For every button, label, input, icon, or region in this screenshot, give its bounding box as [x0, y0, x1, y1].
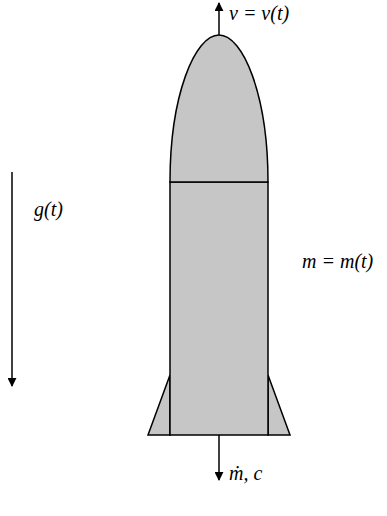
mass-label: m = m(t) — [302, 250, 373, 272]
velocity-label: v = v(t) — [229, 2, 289, 24]
exhaust-arrow — [218, 435, 220, 480]
velocity-arrow — [218, 3, 220, 35]
right-fin — [268, 375, 290, 435]
gravity-arrow — [11, 172, 13, 386]
mass-flow-label: ṁ, c — [229, 462, 262, 484]
rocket-nose — [170, 35, 268, 182]
left-fin — [148, 375, 170, 435]
rocket-body — [170, 182, 268, 435]
gravity-label: g(t) — [34, 198, 63, 220]
